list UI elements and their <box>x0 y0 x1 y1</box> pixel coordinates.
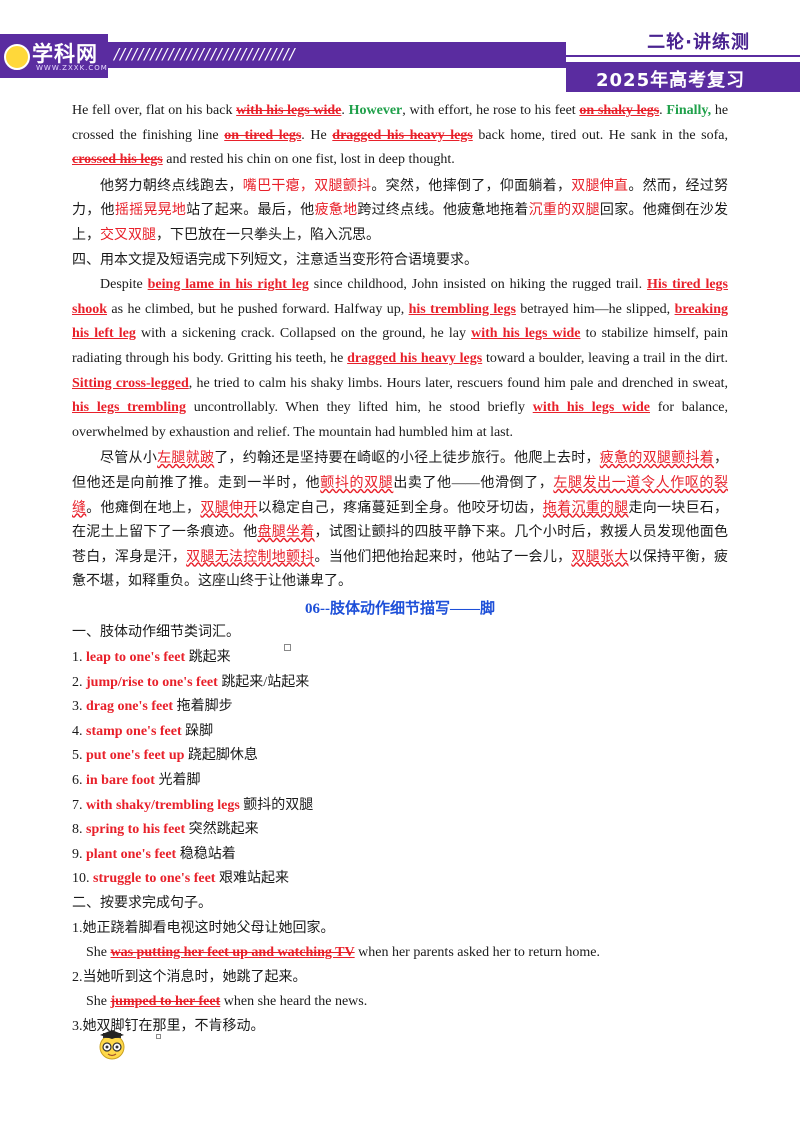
phrase-highlight-cn: 双腿伸开 <box>200 500 258 516</box>
vocab-item: 6. in bare foot 光着脚 <box>72 773 201 789</box>
section-title: 06--肢体动作细节描写——脚 <box>304 600 495 617</box>
series-tag-text: 二轮·讲练测 <box>647 32 750 53</box>
phrase-highlight: crossed his legs <box>72 152 163 168</box>
phrase-highlight: dragged his heavy legs <box>332 127 473 143</box>
answer-phrase: dragged his heavy legs <box>347 350 483 366</box>
phrase-highlight: on shaky legs <box>579 103 660 118</box>
vocab-list: 1. leap to one's feet 跳起来 2. jump/rise t… <box>72 646 728 892</box>
answer-phrase: his legs trembling <box>72 400 186 416</box>
phrase-highlight-cn: 沉重的双腿 <box>528 203 600 219</box>
vocab-item: 7. with shaky/trembling legs 颤抖的双腿 <box>72 797 314 813</box>
paragraph-chinese-2: 尽管从小左腿就跛了，约翰还是坚持要在崎岖的小径上徒步旅行。他爬上去时，疲惫的双腿… <box>72 451 729 590</box>
vocab-item: 9. plant one's feet 稳稳站着 <box>72 846 236 862</box>
answer-phrase: was putting her feet up and watching TV <box>110 945 355 961</box>
stripe-pattern: ////////////////////////////// <box>114 45 296 63</box>
phrase-highlight: on tired legs <box>224 127 302 143</box>
phrase-highlight-cn: 嘴巴干瘪，双腿颤抖 <box>242 178 372 194</box>
stripe-decoration: ////////////////////////////// <box>108 42 566 68</box>
header-banner: 学科网 WWW.ZXXK.COM ///////////////////////… <box>0 0 800 96</box>
phrase-highlight-cn: 双腿张大 <box>571 549 629 565</box>
vocab-item: 1. leap to one's feet 跳起来 <box>72 650 231 666</box>
phrase-highlight-cn: 拖着沉重的腿 <box>542 500 629 516</box>
answer-phrase: with his legs wide <box>471 326 581 342</box>
answer-phrase: with his legs wide <box>532 400 650 416</box>
answer-phrase: breaking his left leg <box>72 301 728 342</box>
phrase-highlight-cn: 双腿伸直 <box>571 178 629 194</box>
anchor-box-icon <box>284 644 291 651</box>
anchor-box-icon <box>156 1034 161 1039</box>
logo-icon <box>4 44 30 70</box>
part2-heading: 二、按要求完成句子。 <box>72 896 212 911</box>
phrase-highlight: with his legs wide <box>236 103 342 118</box>
phrase-highlight-cn: 盘腿坐着 <box>257 525 315 541</box>
question-2-answer: She jumped to her feet when she heard th… <box>86 994 368 1010</box>
logo-name: 学科网 <box>32 42 98 66</box>
series-tag-underline <box>566 55 800 57</box>
phrase-highlight-cn: 交叉双腿 <box>100 227 156 243</box>
logo-url: WWW.ZXXK.COM <box>36 64 108 72</box>
mascot-icon <box>99 1030 125 1060</box>
vocab-item: 3. drag one's feet 拖着脚步 <box>72 699 233 715</box>
paragraph-chinese-1: 他努力朝终点线跑去，嘴巴干瘪，双腿颤抖。突然，他摔倒了，仰面躺着，双腿伸直。然而… <box>72 178 729 243</box>
answer-phrase: Sitting cross-legged <box>72 375 189 391</box>
part1-heading: 一、肢体动作细节类词汇。 <box>72 625 240 641</box>
vocab-item: 2. jump/rise to one's feet 跳起来/站起来 <box>72 674 310 690</box>
phrase-highlight-cn: 左腿发出一道令人作呕的裂缝 <box>72 475 729 516</box>
answer-phrase: His tired legs shook <box>72 277 729 317</box>
vocab-item: 10. struggle to one's feet 艰难站起来 <box>72 871 289 887</box>
answer-phrase: jumped to her feet <box>110 994 221 1010</box>
question-1-answer: She was putting her feet up and watching… <box>86 945 600 961</box>
phrase-highlight-cn: 左腿就跛 <box>157 451 215 467</box>
paragraph-english-2: Despite being lame in his right leg sinc… <box>72 277 729 440</box>
paragraph-english-1: He fell over, flat on his back with his … <box>72 103 729 168</box>
transition-word: Finally, <box>666 103 712 118</box>
answer-phrase: being lame in his right leg <box>147 277 309 293</box>
vocab-item: 8. spring to his feet 突然跳起来 <box>72 822 259 838</box>
question-3-prompt: 3.她双脚钉在那里，不肯移动。 <box>72 1018 265 1034</box>
phrase-highlight-cn: 疲惫的双腿颤抖着 <box>599 451 715 467</box>
phrase-highlight-cn: 疲惫地 <box>314 203 358 219</box>
phrase-highlight-cn: 摇摇晃晃地 <box>114 203 187 219</box>
exam-year-tag-text: 2025年高考复习 <box>596 70 746 91</box>
answer-phrase: his trembling legs <box>408 301 516 317</box>
document-body: He fell over, flat on his back with his … <box>72 99 728 1040</box>
series-tag: 二轮·讲练测 <box>566 22 800 57</box>
transition-word: However <box>348 103 403 118</box>
vocab-item: 4. stamp one's feet 跺脚 <box>72 723 214 739</box>
exam-year-tag: 2025年高考复习 <box>566 62 800 92</box>
vocab-item: 5. put one's feet up 跷起脚休息 <box>72 748 258 764</box>
task4-heading: 四、用本文提及短语完成下列短文，注意适当变形符合语境要求。 <box>72 252 478 268</box>
question-1-prompt: 1.她正跷着脚看电视这时她父母让她回家。 <box>72 920 335 936</box>
question-2-prompt: 2.当她听到这个消息时，她跳了起来。 <box>72 969 307 985</box>
phrase-highlight-cn: 颤抖的双腿 <box>320 475 394 491</box>
phrase-highlight-cn: 双腿无法控制地颤抖 <box>186 549 315 565</box>
